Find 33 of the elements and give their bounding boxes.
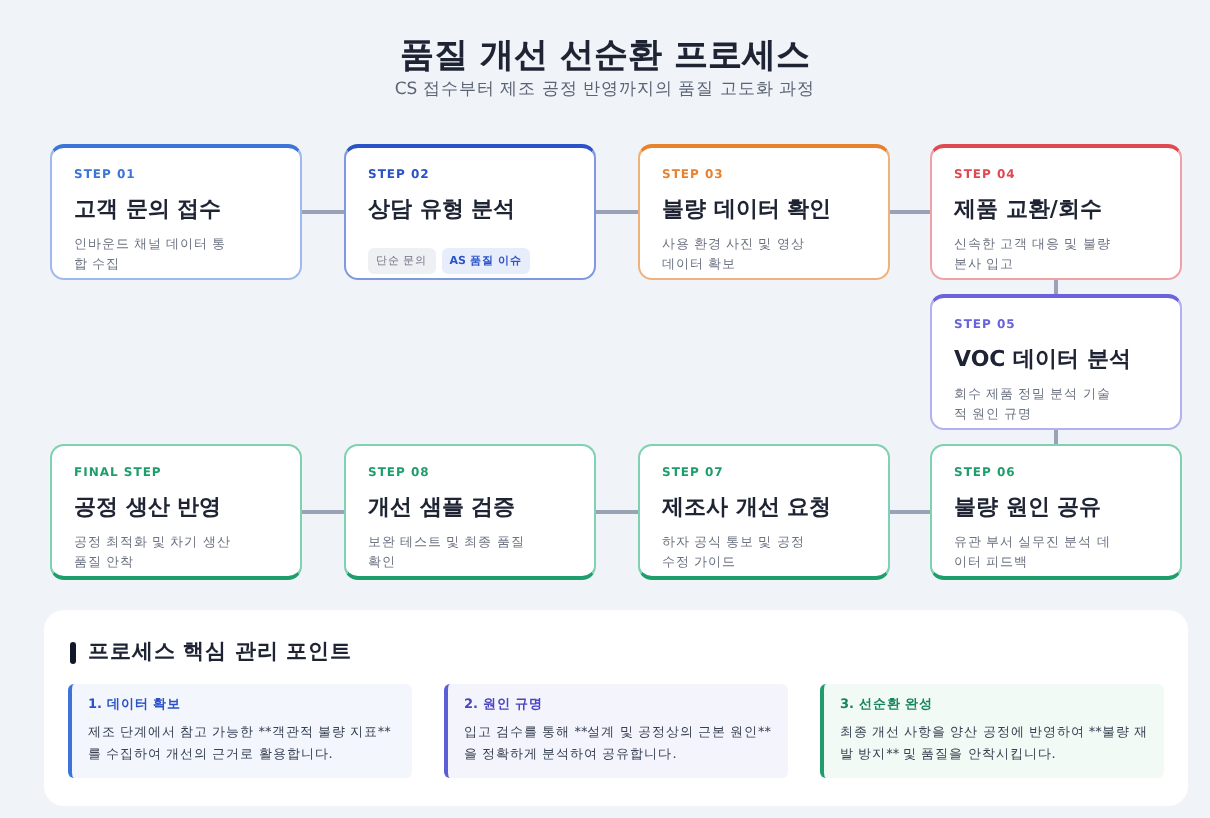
step-title: 불량 원인 공유: [954, 492, 1104, 522]
connector-line: [890, 210, 930, 214]
point-card: [820, 684, 1164, 778]
step-title: 상담 유형 분석: [368, 194, 518, 224]
title: 품질 개선 선순환 프로세스: [398, 34, 812, 78]
step-title: 공정 생산 반영: [74, 492, 224, 522]
subtitle: CS 접수부터 제조 공정 반영까지의 품질 고도화 과정: [392, 78, 818, 102]
step-card: [638, 144, 890, 280]
panel-heading: 프로세스 핵심 관리 포인트: [88, 638, 352, 666]
step-card: [930, 294, 1182, 430]
connector-line: [890, 510, 930, 514]
step-card: [50, 444, 302, 580]
connector-line: [596, 210, 638, 214]
step-title: 불량 데이터 확인: [662, 194, 834, 224]
connector-line: [1054, 280, 1058, 294]
step-card: [344, 444, 596, 580]
step-title: 제조사 개선 요청: [662, 492, 834, 522]
connector-line: [596, 510, 638, 514]
point-card: [68, 684, 412, 778]
step-card: [930, 444, 1182, 580]
step-card: [930, 144, 1182, 280]
step-title: 개선 샘플 검증: [368, 492, 518, 522]
step-title: VOC 데이터 분석: [954, 344, 1133, 374]
connector-line: [302, 210, 344, 214]
connector-line: [1054, 430, 1058, 444]
step-card: [638, 444, 890, 580]
point-card: [444, 684, 788, 778]
step-card: [344, 144, 596, 280]
connector-line: [302, 510, 344, 514]
step-title: 제품 교환/회수: [954, 194, 1104, 224]
summary-panel: [44, 610, 1188, 806]
step-title: 고객 문의 접수: [74, 194, 224, 224]
step-card: [50, 144, 302, 280]
